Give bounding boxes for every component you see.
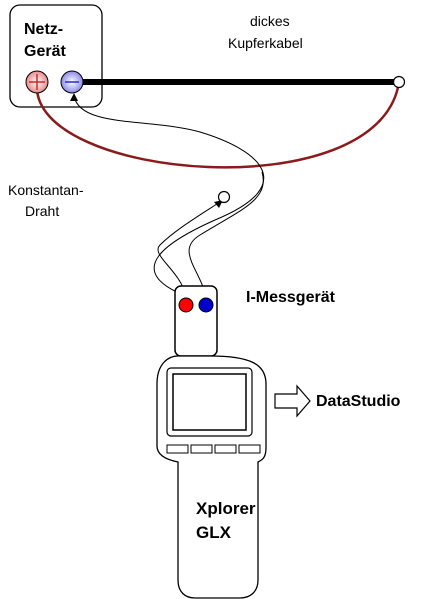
xplorer-key-3 (214, 444, 237, 454)
current-meter-box (174, 285, 218, 357)
meter-blue-jack (198, 297, 214, 313)
current-meter-label: I-Messgerät (246, 289, 336, 306)
xplorer-screen (172, 373, 247, 431)
constantan-connection-point (217, 190, 231, 204)
xplorer-label-line1: Xplorer (196, 499, 256, 518)
constantan-wire (35, 81, 401, 169)
right-arrow-icon (274, 384, 311, 418)
power-supply-label-line2: Gerät (24, 43, 66, 60)
constantan-label-line2: Draht (25, 203, 59, 219)
constantan-label-line1: Konstantan- (8, 182, 84, 198)
xplorer-label-line2: GLX (196, 523, 232, 542)
power-supply-label-line1: Netz- (24, 21, 63, 38)
arrowhead-terminal (70, 93, 78, 101)
datastudio-label: DataStudio (316, 393, 401, 410)
copper-cable-end-connector (392, 75, 406, 89)
thick-cable-label-line2: Kupferkabel (228, 35, 303, 51)
minus-terminal-icon (60, 70, 84, 94)
xplorer-key-4 (238, 444, 261, 454)
plus-terminal-icon (25, 70, 49, 94)
thick-cable-label-line1: dickes (250, 13, 290, 29)
meter-lead-to-wire (157, 201, 221, 297)
xplorer-key-1 (166, 444, 189, 454)
meter-lead-to-terminal (73, 95, 265, 297)
meter-lead-right (188, 171, 264, 297)
meter-red-jack (178, 297, 194, 313)
xplorer-key-2 (190, 444, 213, 454)
